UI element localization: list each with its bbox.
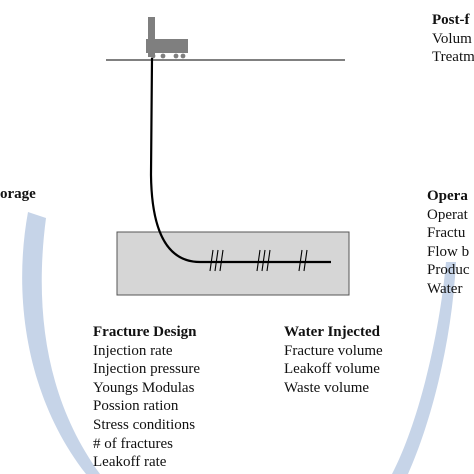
cycle-arc-right [392, 262, 456, 474]
storage-panel: orage [0, 185, 36, 204]
post-frac-item: Volum [432, 30, 472, 47]
water-injected-heading: Water Injected [284, 324, 380, 340]
storage-heading: orage [0, 186, 36, 202]
post-frac-heading: Post-f [432, 12, 470, 28]
fracture-design-item: Injection pressure [93, 361, 201, 378]
post-frac-panel: Post-f Volum Treatm [432, 11, 474, 67]
drilling-rig-icon [146, 17, 188, 59]
cycle-arc-left [22, 212, 100, 474]
post-frac-item: Treatm [432, 49, 474, 66]
fracture-design-item: Possion ration [93, 398, 179, 415]
water-injected-item: Waste volume [284, 379, 370, 396]
water-injected-item: Fracture volume [284, 342, 383, 359]
fracture-design-item: Leakoff rate [93, 454, 167, 471]
operations-heading: Opera [427, 188, 468, 204]
reservoir-formation [116, 231, 350, 296]
operations-item: Water [427, 280, 463, 297]
operations-item: Produc [427, 262, 470, 279]
wellbore [149, 57, 331, 264]
operations-panel: Opera Operat Fractu Flow b Produc Water [427, 187, 470, 299]
operations-item: Flow b [427, 243, 470, 260]
fracture-marks [209, 249, 308, 272]
operations-item: Operat [427, 206, 468, 223]
fracture-design-item: Injection rate [93, 342, 173, 359]
fracture-design-item: # of fractures [93, 435, 173, 452]
operations-item: Fractu [427, 225, 466, 242]
water-injected-item: Leakoff volume [284, 361, 380, 378]
fracture-design-item: Stress conditions [93, 416, 196, 433]
fracture-design-panel: Fracture Design Injection rate Injection… [93, 323, 200, 472]
fracture-design-item: Youngs Modulas [93, 379, 195, 396]
fracture-design-heading: Fracture Design [93, 324, 197, 340]
water-injected-panel: Water Injected Fracture volume Leakoff v… [284, 323, 383, 397]
